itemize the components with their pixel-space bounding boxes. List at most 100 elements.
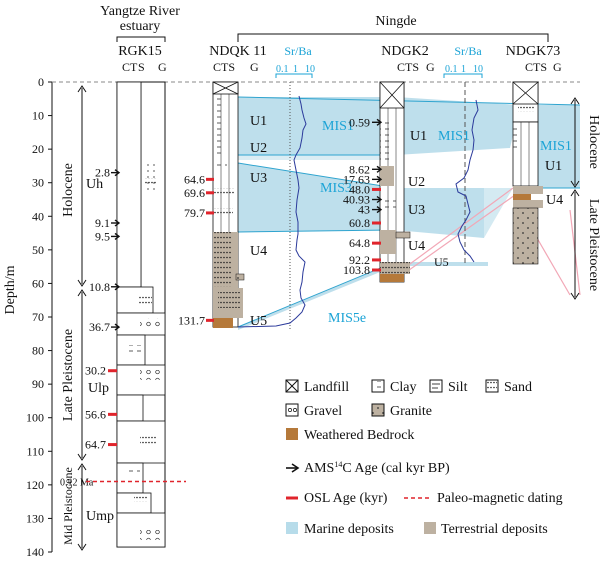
legend-sand-label: Sand — [504, 380, 532, 395]
depth-tick-label: 120 — [26, 478, 44, 492]
legend-landfill-label: Landfill — [304, 380, 349, 395]
legend-gravel-label: Gravel — [304, 404, 342, 419]
ndgk73-grain-cts: CTS — [525, 60, 547, 74]
legend-weathered-bedrock-label: Weathered Bedrock — [304, 428, 414, 443]
rgk15-ams-age-label: 9.1 — [95, 216, 110, 230]
depth-tick-label: 140 — [26, 545, 44, 559]
rgk15-grain-g: G — [158, 60, 167, 74]
depth-tick-label: 100 — [26, 411, 44, 425]
rgk15-epoch-brackets — [77, 85, 87, 551]
ningde-header: Ningde — [375, 14, 416, 29]
legend-clay-label: Clay — [390, 380, 416, 395]
depth-tick-label: 10 — [32, 109, 44, 123]
epoch-right-holocene: Holocene — [586, 115, 600, 169]
ndgk2-age-label: 40.93 — [343, 193, 370, 207]
legend-paleomag: Paleo-magnetic dating — [404, 491, 563, 506]
legend-granite: Granite — [371, 403, 432, 419]
ndgk73-grain-g: G — [553, 60, 562, 74]
depth-tick-label: 70 — [32, 310, 44, 324]
ndgk73-unit-u1: U1 — [545, 159, 562, 174]
ndqk11-column — [212, 81, 245, 328]
ndqk11-age-label: 131.7 — [178, 313, 205, 327]
ndgk2-grain-cts: CTS — [397, 60, 419, 74]
legend: Landfill Clay Silt Sand Gravel Granite — [285, 379, 563, 537]
ndqk11-age-label: 79.7 — [184, 206, 205, 220]
ndgk2-unit-u1: U1 — [410, 129, 427, 144]
ndgk2-age-label: 92.2 — [349, 253, 370, 267]
depth-tick-label: 60 — [32, 276, 44, 290]
rgk15-grain-c: C — [122, 60, 130, 74]
ndgk2-ages: 0.598.6217.6348.040.934360.864.892.2103.… — [343, 115, 383, 277]
rgk15-ams-age-arrowhead — [114, 169, 121, 177]
legend-paleomag-label: Paleo-magnetic dating — [437, 491, 563, 506]
legend-osl-age-label: OSL Age (kyr) — [304, 491, 388, 506]
ndgk2-ams-age-arrowhead — [376, 165, 383, 173]
ndqk11-unit-u1: U1 — [250, 114, 267, 129]
legend-marine-label: Marine deposits — [304, 522, 394, 537]
ndqk11-srba-axis — [275, 73, 313, 78]
yangtze-header-line1: Yangtze River — [100, 4, 180, 19]
depth-axis-label: Depth/m — [3, 265, 18, 314]
ndgk2-srba-tick-2: 1 — [461, 64, 466, 75]
ndqk11-unit-u3: U3 — [250, 171, 267, 186]
ndgk2-srba-curve — [455, 99, 479, 263]
ndgk2-unit-u3: U3 — [408, 203, 425, 218]
legend-silt-label: Silt — [448, 380, 468, 395]
ndgk2-ams-age-arrowhead — [376, 118, 383, 126]
depth-tick-label: 40 — [32, 209, 44, 223]
legend-osl-age: OSL Age (kyr) — [286, 491, 388, 506]
ndqk11-grain-g: G — [250, 60, 259, 74]
ndgk2-unit-u4: U4 — [408, 239, 425, 254]
depth-tick-label: 110 — [26, 444, 44, 458]
ndqk11-age-label: 64.6 — [184, 172, 205, 186]
ndgk2-mis1-label: MIS1 — [438, 129, 470, 144]
core-name-rgk15: RGK15 — [118, 44, 162, 59]
legend-clay: Clay — [371, 379, 416, 395]
legend-landfill: Landfill — [285, 379, 349, 395]
depth-tick-label: 80 — [32, 344, 44, 358]
rgk15-ams-age-arrowhead — [114, 283, 121, 291]
ndgk2-age-label: 64.8 — [349, 236, 370, 250]
ndqk11-mis3-label: MIS3 — [320, 181, 352, 196]
depth-tick-label: 30 — [32, 176, 44, 190]
legend-terrestrial: Terrestrial deposits — [424, 522, 548, 537]
ndgk2-ams-age-arrowhead — [376, 195, 383, 204]
ndgk2-grain-g: G — [426, 60, 435, 74]
ndgk2-age-label: 48.0 — [349, 182, 370, 196]
ndgk73-unit-u4: U4 — [546, 193, 563, 208]
ndqk11-ages: 64.669.6 79.7 131.7 — [178, 172, 214, 327]
ndgk2-age-label: 8.62 — [349, 162, 370, 176]
legend-granite-label: Granite — [390, 404, 432, 419]
ndqk11-srba-tick-2: 1 — [293, 64, 298, 75]
ndqk11-age-label: 69.6 — [184, 186, 205, 200]
ndgk2-srba-axis — [443, 73, 483, 78]
ndqk11-mis5e-label: MIS5e — [328, 311, 366, 326]
rgk15-osl-age-label: 30.2 — [85, 364, 106, 378]
depth-tick-label: 130 — [26, 511, 44, 525]
ndgk2-age-label: 60.8 — [349, 216, 370, 230]
epoch-left-mid-pleistocene: Mid Pleistocene — [61, 467, 75, 545]
legend-gravel: Gravel — [285, 403, 342, 419]
rgk15-column — [116, 81, 166, 548]
ndqk11-srba-tick-3: 10 — [305, 64, 315, 75]
ndgk2-column — [379, 81, 411, 283]
ndgk2-srba-label: Sr/Ba — [454, 44, 482, 58]
depth-tick-label: 0 — [38, 75, 44, 89]
ndqk11-unit-u5: U5 — [250, 314, 267, 329]
rgk15-unit-ulp: Ulp — [88, 381, 109, 396]
rgk15-grain-t: T — [130, 60, 138, 74]
ndqk11-srba-label: Sr/Ba — [284, 44, 312, 58]
core-name-ndqk11: NDQK 11 — [209, 44, 266, 59]
legend-ams-age: AMS14C Age (cal kyr BP) — [286, 460, 450, 476]
rgk15-ages: 2.89.19.510.836.730.256.664.7 — [85, 166, 121, 452]
ndgk2-srba-tick-1: 0.1 — [445, 64, 458, 75]
ndqk11-srba-curve — [237, 95, 307, 328]
ndgk2-ams-age-arrowhead — [376, 206, 383, 214]
rgk15-osl-age-label: 64.7 — [85, 438, 106, 452]
rgk15-ams-age-arrowhead — [114, 232, 121, 240]
rgk15-ams-age-arrowhead — [114, 219, 121, 227]
core-name-ndgk73: NDGK73 — [506, 44, 560, 59]
rgk15-osl-age-label: 56.6 — [85, 407, 106, 421]
